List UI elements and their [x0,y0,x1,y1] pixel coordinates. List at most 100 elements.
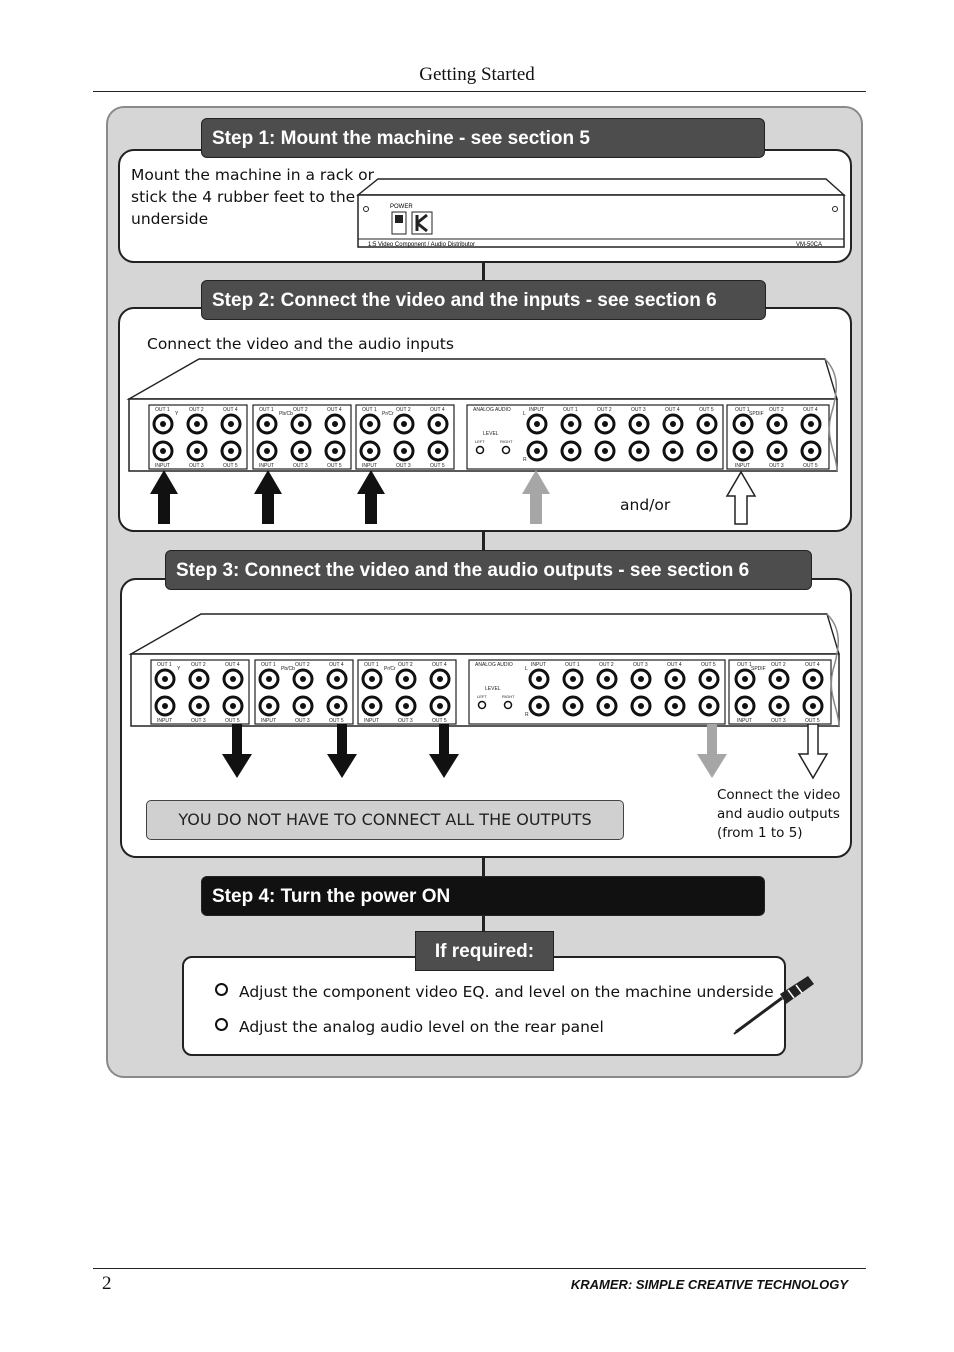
bnc-pin [672,703,678,709]
bnc-pin [774,448,780,454]
bnc-pin [740,448,746,454]
bnc-pin [670,421,676,427]
connector [482,258,485,282]
port-label: OUT 1 [737,662,752,668]
bnc-pin [369,703,375,709]
group-label: Y [177,666,181,672]
bnc-pin [435,448,441,454]
right-label: RIGHT [500,439,513,444]
level-pot [501,445,511,455]
group-label: Pb/Cb [279,411,293,417]
port-label: OUT 4 [667,662,682,668]
step3-banner: Step 3: Connect the video and the audio … [165,550,812,590]
r-label: R [523,457,527,463]
group-label: Y [175,411,179,417]
port-label: OUT 5 [701,662,716,668]
bnc-pin [264,421,270,427]
port-label: INPUT [737,718,752,724]
connector [482,528,485,552]
bnc-pin [602,448,608,454]
port-label: OUT 2 [597,407,612,413]
bnc-pin [194,448,200,454]
bnc-pin [401,448,407,454]
output-arrow-spdif [797,724,829,780]
outputs-side-note: Connect the video and audio outputs (fro… [717,787,841,841]
port-label: OUT 4 [432,662,447,668]
input-arrow-spdif [725,470,757,525]
bnc-pin [742,703,748,709]
bnc-pin [401,421,407,427]
port-label: OUT 1 [155,407,170,413]
port-label: OUT 2 [398,662,413,668]
input-arrows [150,470,757,525]
bnc-pin [776,703,782,709]
input-arrow-pb [254,470,282,524]
bnc-pin [196,676,202,682]
port-label: OUT 1 [157,662,172,668]
bnc-pin [568,421,574,427]
bnc-pin [300,703,306,709]
bnc-pin [160,448,166,454]
output-arrow-y [222,724,252,778]
bnc-pin [334,703,340,709]
audio-group [466,404,724,470]
bnc-pin [403,703,409,709]
bnc-pin [740,421,746,427]
bnc-pin [300,676,306,682]
bnc-pin [636,448,642,454]
port-label: OUT 1 [261,662,276,668]
port-label: OUT 3 [191,718,206,724]
bnc-pin [230,703,236,709]
port-label: OUT 4 [329,662,344,668]
page-number: 2 [102,1273,112,1294]
port-label: OUT 5 [699,407,714,413]
output-arrows [222,724,829,780]
bnc-pin [160,421,166,427]
page-title: Getting Started [419,64,535,85]
bnc-pin [776,676,782,682]
port-label: OUT 4 [225,662,240,668]
step4-banner: Step 4: Turn the power ON [201,876,765,916]
bnc-pin [437,676,443,682]
bnc-pin [228,448,234,454]
port-label: OUT 2 [293,407,308,413]
bnc-pin [570,676,576,682]
bnc-pin [228,421,234,427]
bnc-pin [670,448,676,454]
level-label: LEVEL [483,431,499,437]
bnc-pin [162,703,168,709]
port-label: OUT 3 [633,662,648,668]
bnc-pin [704,448,710,454]
output-arrow-pb [327,724,357,778]
port-label: OUT 1 [563,407,578,413]
r-label: R [525,712,529,718]
bnc-pin [437,703,443,709]
connector [482,854,485,878]
port-label: OUT 2 [191,662,206,668]
footer-rule [93,1268,866,1269]
port-label: INPUT [531,662,546,668]
port-label: OUT 2 [599,662,614,668]
port-label: OUT 4 [223,407,238,413]
bnc-pin [602,421,608,427]
bnc-pin [604,676,610,682]
port-label: OUT 5 [432,718,447,724]
bnc-pin [196,703,202,709]
port-label: OUT 3 [189,463,204,469]
port-label: OUT 2 [295,662,310,668]
bnc-pin [706,703,712,709]
port-label: INPUT [155,463,170,469]
bnc-pin [638,676,644,682]
port-label: OUT 4 [327,407,342,413]
bnc-pin [536,703,542,709]
input-arrow-audio [522,470,550,524]
bnc-pin [534,448,540,454]
port-label: INPUT [529,407,544,413]
bnc-pin [534,421,540,427]
port-label: OUT 2 [771,662,786,668]
level-pot [503,700,513,710]
port-label: INPUT [261,718,276,724]
port-label: OUT 2 [769,407,784,413]
level-pot [475,445,485,455]
header-rule [93,91,866,92]
